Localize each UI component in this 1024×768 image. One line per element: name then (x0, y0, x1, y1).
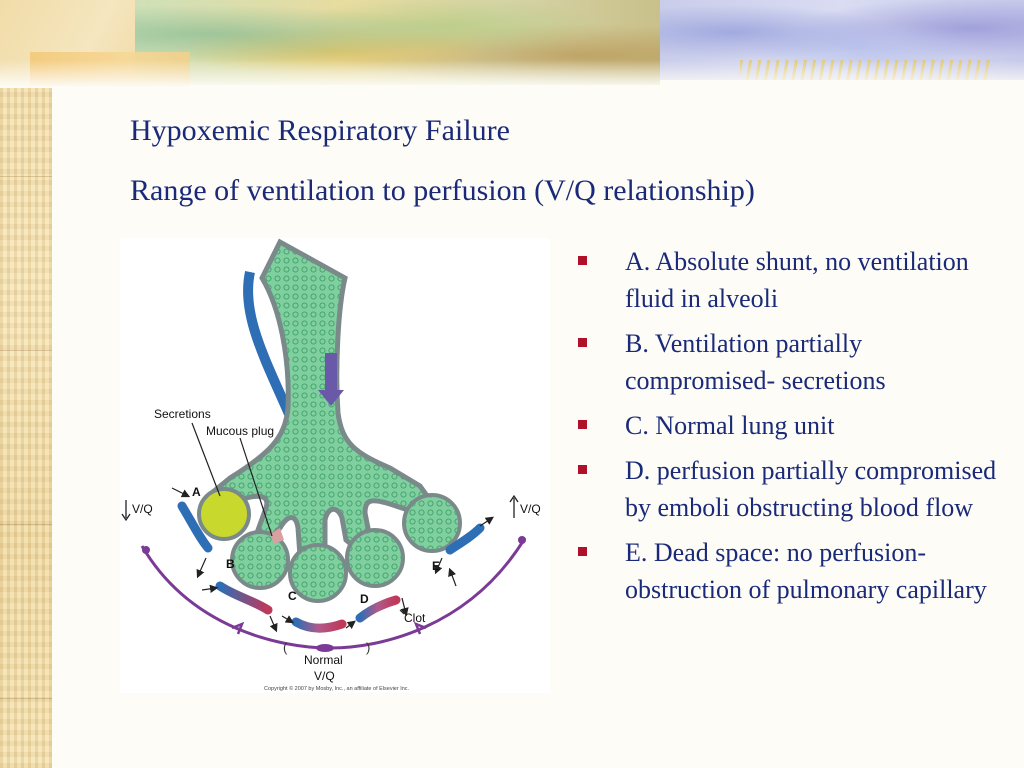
alveolus-a-fluid (197, 487, 251, 541)
bullet-square-icon (578, 420, 587, 429)
copyright-notice: Copyright © 2007 by Mosby, Inc., an affi… (264, 685, 410, 692)
airflow-arrow (318, 353, 344, 406)
bullet-item-c: C. Normal lung unit (576, 407, 1006, 444)
bullet-item-a: A. Absolute shunt, no ventilation fluid … (576, 243, 1006, 317)
bullet-item-d: D. perfusion partially compromised by em… (576, 452, 1006, 526)
label-normal: Normal (304, 653, 343, 667)
slide-title: Hypoxemic Respiratory Failure (130, 114, 510, 147)
vq-diagram: ( ) Secretions Mucous plug V/Q V/Q A (120, 238, 550, 693)
label-a: A (192, 485, 201, 499)
label-e: E (432, 559, 440, 573)
label-clot: Clot (404, 611, 426, 625)
capillary-b (215, 581, 273, 615)
label-c: C (288, 589, 297, 603)
label-secretions: Secretions (154, 407, 211, 421)
capillary-d (355, 595, 401, 623)
decorative-left-strip (0, 0, 52, 768)
alveolus-e (402, 493, 462, 553)
bullet-list: A. Absolute shunt, no ventilation fluid … (576, 243, 1006, 616)
alveolus-b (230, 530, 290, 590)
alveolus-c (288, 543, 348, 603)
capillary-e (445, 523, 485, 555)
bullet-square-icon (578, 256, 587, 265)
bullet-item-e: E. Dead space: no perfusion- obstruction… (576, 534, 1006, 608)
bullet-square-icon (578, 465, 587, 474)
alveolus-d (345, 528, 405, 588)
label-vq-right: V/Q (520, 502, 541, 516)
flow-arrows (171, 487, 494, 633)
slide-subtitle: Range of ventilation to perfusion (V/Q r… (130, 174, 755, 207)
label-mucous-plug: Mucous plug (206, 424, 274, 438)
label-d: D (360, 592, 369, 606)
airway-tree (197, 238, 462, 603)
label-b: B (226, 557, 235, 571)
capillary-a (177, 501, 213, 553)
capillary-c (291, 617, 347, 633)
label-vq-left: V/Q (132, 502, 153, 516)
decorative-banner (0, 0, 1024, 88)
bullet-item-b: B. Ventilation partially compromised- se… (576, 325, 1006, 399)
svg-text:): ) (366, 640, 370, 655)
mucous-plug (270, 528, 284, 544)
bullet-square-icon (578, 338, 587, 347)
bullet-square-icon (578, 547, 587, 556)
svg-text:(: ( (283, 640, 288, 655)
label-normal-vq: V/Q (314, 669, 335, 683)
